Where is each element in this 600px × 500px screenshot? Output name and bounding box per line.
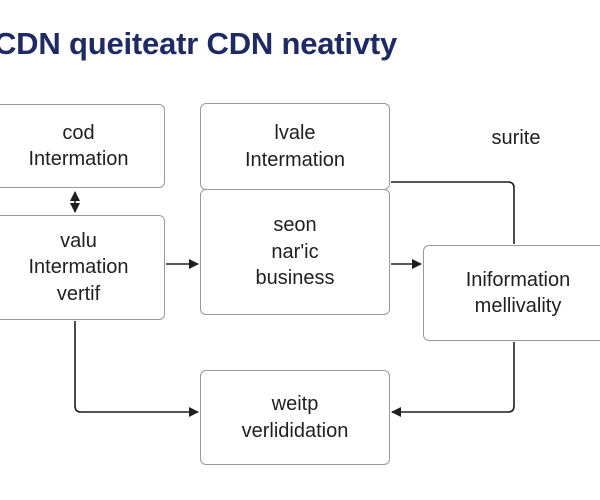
box-line: nar'ic <box>271 240 319 263</box>
box-line: weitp <box>271 393 319 416</box>
seon-business-box: seon nar'ic business <box>200 189 390 315</box>
lvale-intermation-box: lvale Intermation <box>200 103 390 190</box>
information-mellivality-box: Iniformation mellivality <box>423 245 600 341</box>
box-line: vertif <box>56 282 101 305</box>
box-line: Intermation <box>28 148 129 170</box>
line-lvale-to-info <box>391 181 515 244</box>
box-line: lvale <box>274 122 316 145</box>
box-line: seon <box>273 214 317 237</box>
box-line: verlididation <box>241 419 349 442</box>
arrow-valu-to-weitp <box>74 321 199 417</box>
box-line: Intermation <box>28 256 129 279</box>
valu-intermation-vertif-box: valu Intermation vertif <box>0 215 165 320</box>
weitp-verlididation-box: weitp verlididation <box>200 370 390 465</box>
box-line: valu <box>60 229 97 252</box>
diagram-title: CDN queiteatr CDN neativty <box>0 26 398 61</box>
box-line: cod <box>62 121 95 144</box>
cod-intermation-box: cod Intermation <box>0 104 165 188</box>
box-line: mellivality <box>474 295 562 317</box>
arrow-info-to-weitp <box>391 342 515 417</box>
box-line: Intermation <box>244 148 346 171</box>
box-line: Iniformation <box>465 268 571 291</box>
surite-label: surite <box>491 127 541 149</box>
box-line: business <box>255 267 335 290</box>
